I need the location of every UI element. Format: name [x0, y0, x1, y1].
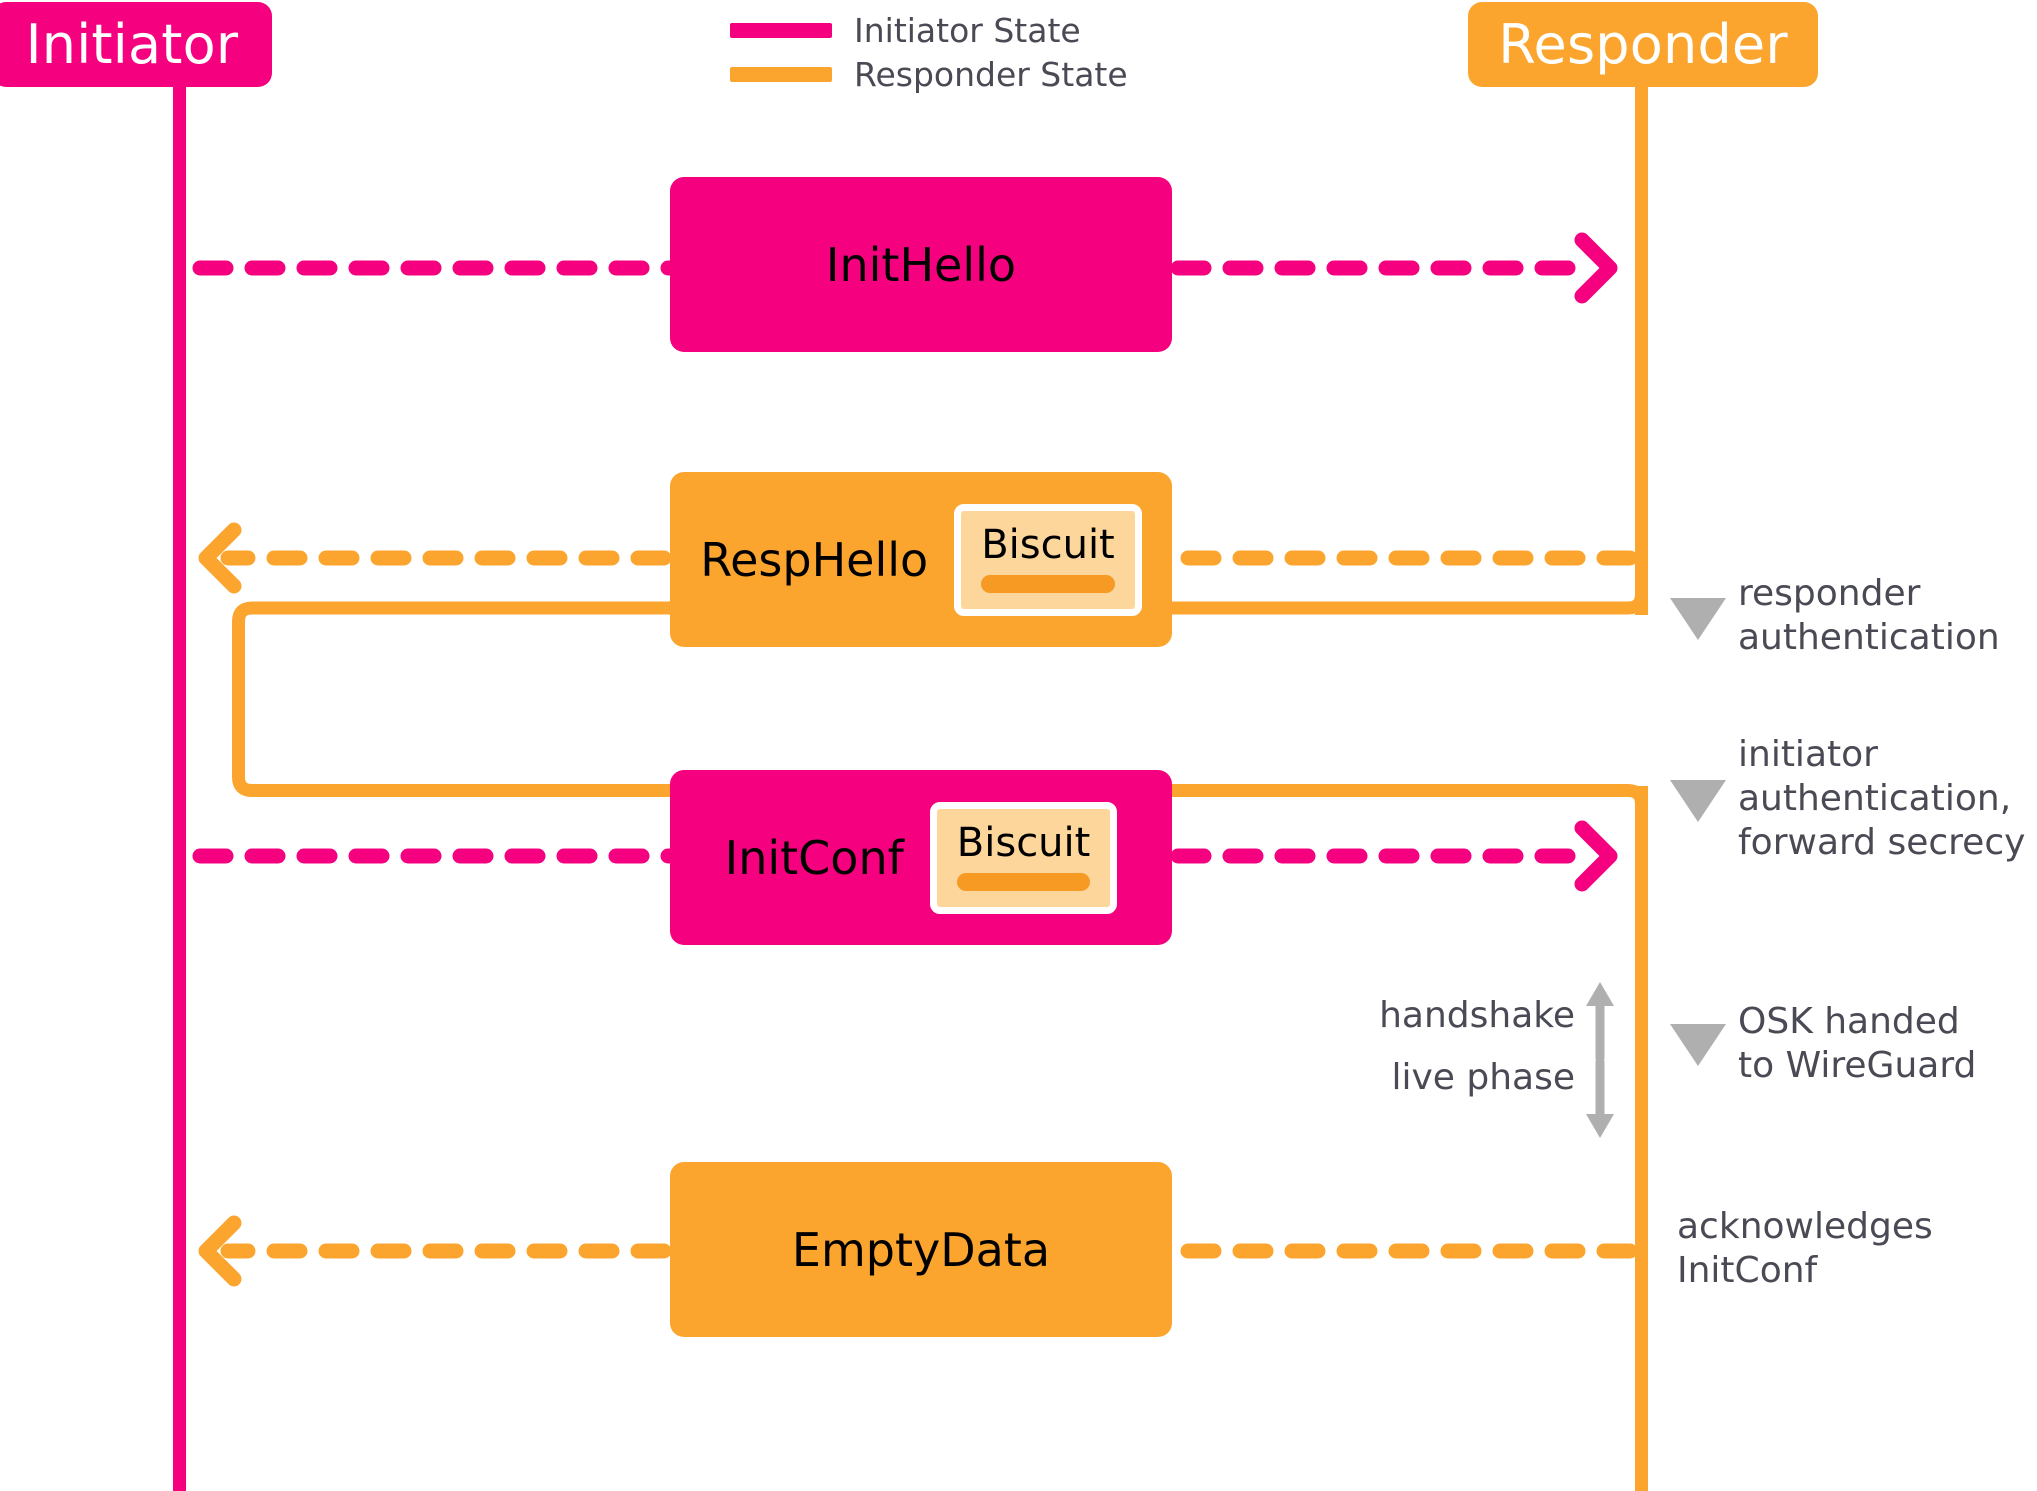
arrowhead-init-conf [1574, 820, 1618, 892]
biscuit-bar-resp-hello [981, 574, 1115, 593]
legend-label-responder: Responder State [854, 54, 1128, 94]
annotation-acknowledges-initconf: acknowledges InitConf [1677, 1206, 1933, 1291]
biscuit-bar-init-conf [956, 872, 1091, 891]
message-box-resp-hello: RespHello Biscuit [670, 472, 1172, 647]
biscuit-badge-init-conf: Biscuit [929, 801, 1118, 914]
actor-responder: Responder [1468, 2, 1818, 87]
arrowhead-empty-data [198, 1215, 242, 1287]
message-label-init-hello: InitHello [825, 237, 1017, 292]
phase-label-live-phase: live phase [1391, 1057, 1575, 1098]
arrow-down-icon-live-phase [1586, 1057, 1614, 1138]
responder-lifeline-upper [1635, 70, 1648, 615]
legend-item-initiator-state: Initiator State [730, 8, 1128, 52]
arrowhead-resp-hello [198, 522, 242, 594]
legend-swatch-responder [730, 66, 832, 82]
message-label-empty-data: EmptyData [791, 1222, 1051, 1277]
message-box-init-conf: InitConf Biscuit [670, 770, 1172, 945]
annotation-responder-auth: responder authentication [1738, 573, 2000, 658]
legend-item-responder-state: Responder State [730, 52, 1128, 96]
responder-state-path-right-lower [1172, 784, 1648, 840]
message-box-empty-data: EmptyData [670, 1162, 1172, 1337]
message-label-init-conf: InitConf [724, 830, 904, 885]
biscuit-badge-resp-hello: Biscuit [954, 503, 1142, 616]
biscuit-label-init-conf: Biscuit [956, 819, 1091, 866]
actor-initiator-label: Initiator [25, 12, 239, 76]
responder-lifeline-lower [1635, 786, 1648, 1491]
message-label-resp-hello: RespHello [700, 532, 929, 587]
message-box-init-hello: InitHello [670, 177, 1172, 352]
triangle-down-icon-osk-handed [1670, 1024, 1726, 1066]
responder-state-path-left-loop [232, 601, 678, 797]
responder-state-path-right-upper [1172, 560, 1648, 615]
triangle-down-icon-responder-auth [1670, 598, 1726, 640]
arrow-up-icon-handshake [1586, 982, 1614, 1063]
actor-initiator: Initiator [0, 2, 272, 87]
legend-swatch-initiator [730, 22, 832, 38]
triangle-down-icon-initiator-auth [1670, 780, 1726, 822]
legend-label-initiator: Initiator State [854, 10, 1081, 50]
phase-label-handshake: handshake [1379, 995, 1575, 1036]
initiator-lifeline [173, 70, 186, 1491]
arrowhead-init-hello [1574, 232, 1618, 304]
legend: Initiator State Responder State [730, 8, 1128, 96]
biscuit-label-resp-hello: Biscuit [981, 521, 1115, 568]
actor-responder-label: Responder [1498, 12, 1788, 76]
annotation-osk-handed: OSK handed to WireGuard [1738, 1001, 1977, 1086]
annotation-initiator-auth: initiator authentication, forward secrec… [1738, 734, 2026, 863]
